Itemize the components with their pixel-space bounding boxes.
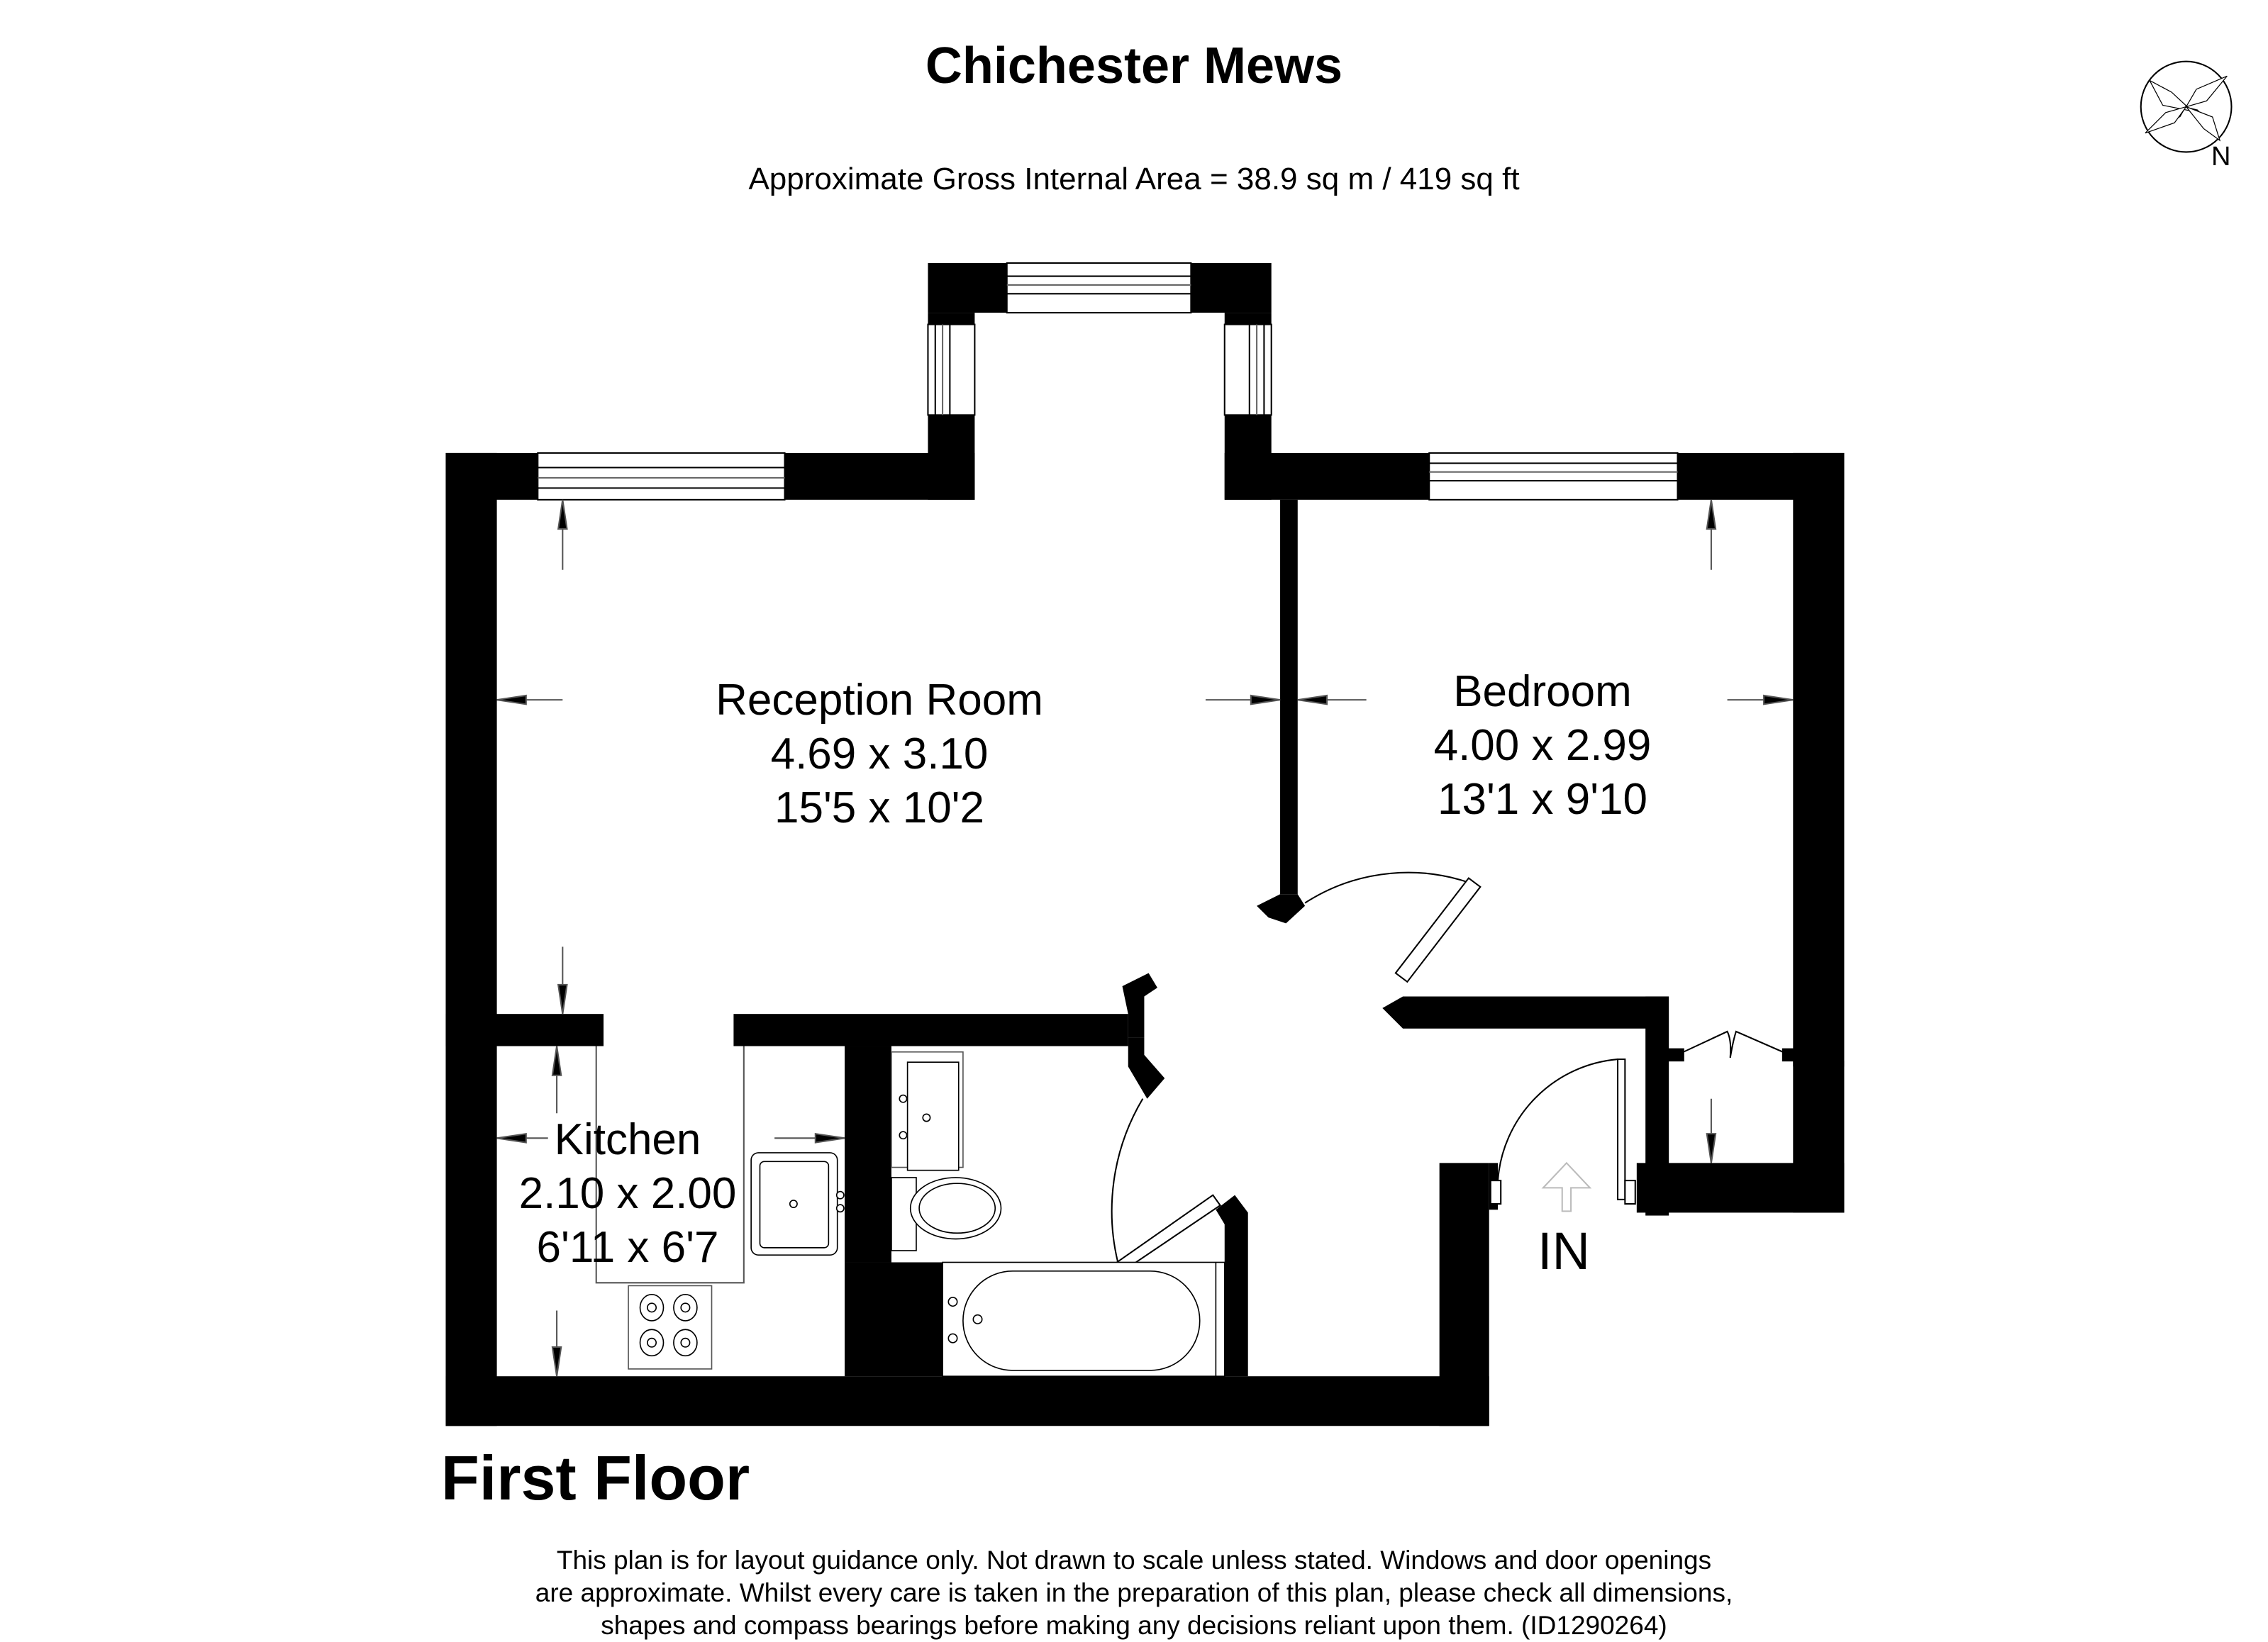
- compass-rose-icon: [2140, 60, 2233, 153]
- floor-label: First Floor: [441, 1443, 750, 1513]
- kitchen-sink: [750, 1152, 845, 1256]
- window-reception: [537, 452, 786, 501]
- toilet-icon: [891, 1177, 1002, 1251]
- room-imperial: 6'11 x 6'7: [536, 1223, 719, 1272]
- room-imperial: 13'1 x 9'10: [1437, 775, 1647, 824]
- dimension-arrows: [496, 499, 1794, 1377]
- room-name: Kitchen: [554, 1115, 701, 1164]
- room-reception: Reception Room 4.69 x 3.10 15'5 x 10'2: [702, 674, 1057, 835]
- bathtub-icon: [942, 1261, 1225, 1378]
- disclaimer: This plan is for layout guidance only. N…: [0, 1544, 2268, 1642]
- hob-icon: [628, 1285, 713, 1370]
- entrance-arrow-icon: [1541, 1161, 1592, 1212]
- bathroom-basin: [891, 1051, 964, 1171]
- room-metric: 4.69 x 3.10: [770, 730, 989, 778]
- room-imperial: 15'5 x 10'2: [774, 783, 984, 832]
- disclaimer-line: This plan is for layout guidance only. N…: [556, 1546, 1712, 1575]
- walls: [445, 263, 1845, 1426]
- property-title: Chichester Mews: [925, 38, 1343, 94]
- entrance-label: IN: [1538, 1222, 1590, 1280]
- window-bay-right: [1223, 323, 1272, 416]
- gross-internal-area: Approximate Gross Internal Area = 38.9 s…: [748, 162, 1520, 196]
- disclaimer-line: are approximate. Whilst every care is ta…: [535, 1578, 1733, 1607]
- cupboard-doors: [1668, 1030, 1796, 1062]
- window-bedroom: [1428, 452, 1679, 501]
- room-metric: 4.00 x 2.99: [1433, 721, 1652, 770]
- room-metric: 2.10 x 2.00: [518, 1169, 737, 1218]
- door-bathroom: [1109, 1098, 1222, 1277]
- door-entrance: [1489, 1059, 1636, 1205]
- kitchen-counter: [595, 1046, 745, 1284]
- disclaimer-line: shapes and compass bearings before makin…: [601, 1611, 1667, 1640]
- north-label: N: [2211, 142, 2231, 172]
- door-bedroom: [1304, 871, 1482, 983]
- room-name: Bedroom: [1453, 667, 1632, 716]
- room-name: Reception Room: [716, 676, 1043, 725]
- room-kitchen: Kitchen 2.10 x 2.00 6'11 x 6'7: [500, 1113, 755, 1275]
- window-bay-left: [927, 323, 976, 416]
- window-bay-top: [1006, 262, 1192, 314]
- room-bedroom: Bedroom 4.00 x 2.99 13'1 x 9'10: [1408, 665, 1677, 827]
